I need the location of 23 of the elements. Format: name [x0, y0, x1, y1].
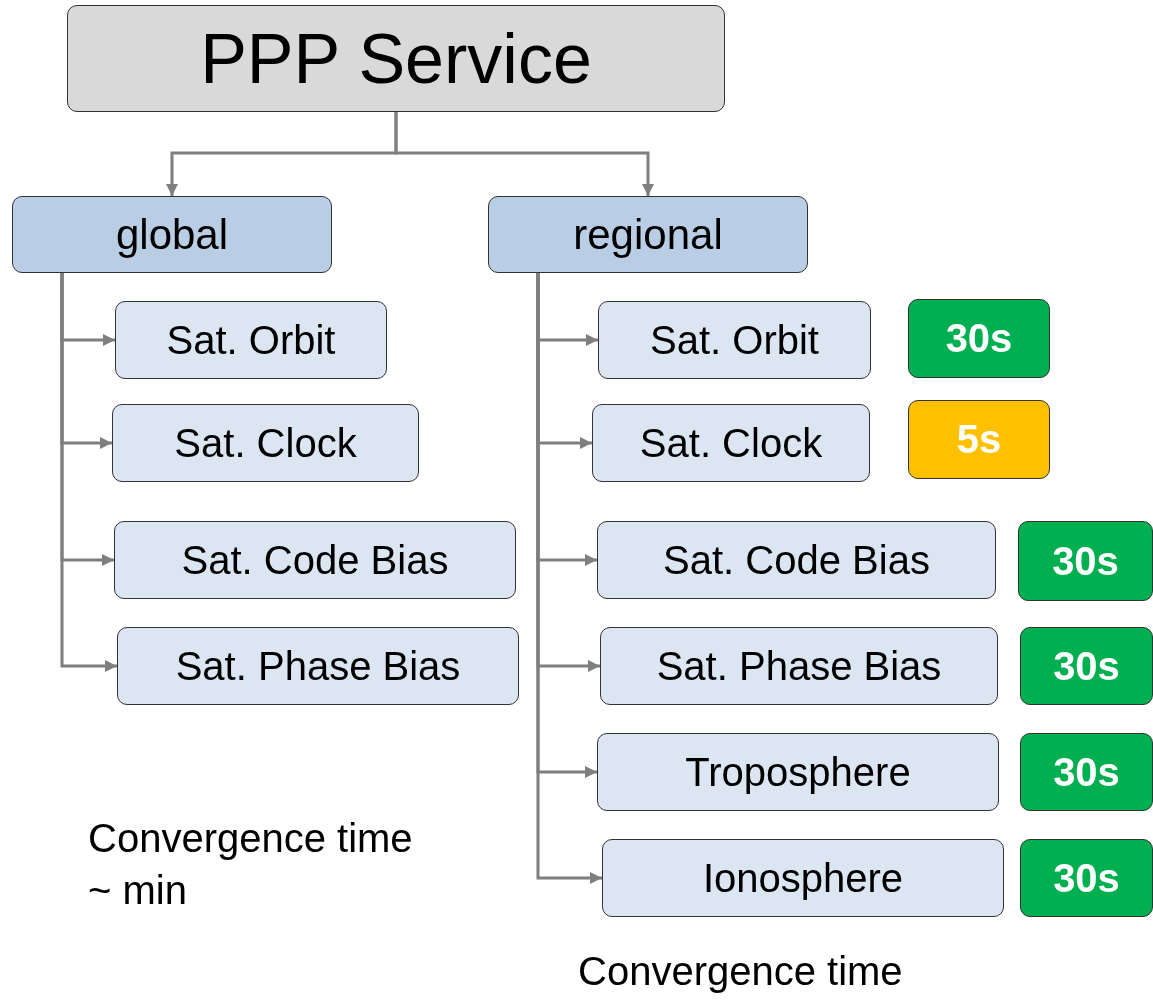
item-box: Sat. Phase Bias: [117, 627, 519, 705]
item-box: Sat. Orbit: [115, 301, 387, 379]
item-box: Sat. Phase Bias: [600, 627, 998, 705]
note-text: Convergence time ~ min: [88, 815, 414, 914]
time-badge: 30s: [1018, 521, 1153, 601]
time-badge: 30s: [1020, 627, 1153, 705]
item-box: Sat. Code Bias: [597, 521, 996, 599]
arrow: [394, 112, 654, 196]
time-badge: 30s: [908, 299, 1050, 378]
item-box: Sat. Code Bias: [114, 521, 516, 599]
category-box: global: [12, 196, 332, 273]
item-box: Troposphere: [597, 733, 999, 811]
time-badge: 5s: [908, 400, 1050, 479]
time-badge: 30s: [1020, 733, 1153, 811]
item-box: Sat. Clock: [112, 404, 419, 482]
note-text: Convergence time: [578, 948, 904, 995]
category-box: regional: [488, 196, 808, 273]
item-box: Sat. Clock: [592, 404, 870, 482]
item-box: Sat. Orbit: [598, 301, 871, 379]
title-box: PPP Service: [67, 5, 725, 112]
time-badge: 30s: [1020, 839, 1153, 917]
item-box: Ionosphere: [602, 839, 1004, 917]
arrow: [60, 273, 117, 672]
